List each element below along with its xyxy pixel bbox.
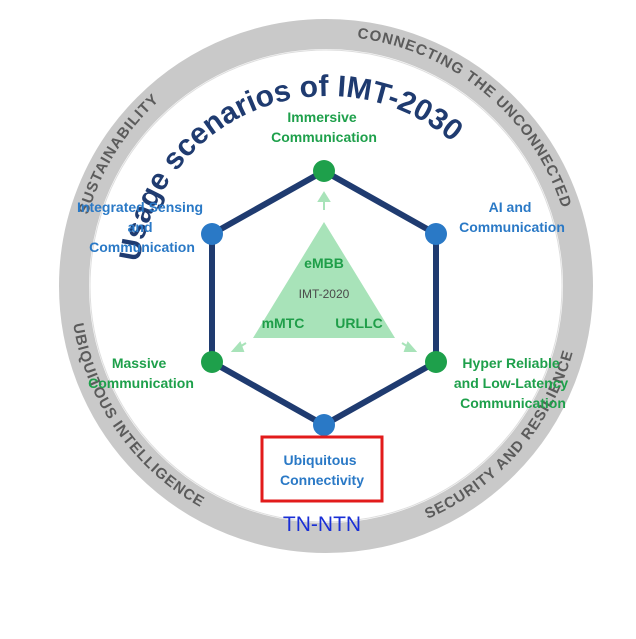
node-massive [201,351,223,373]
node-isac [201,223,223,245]
label-massive-communication: Massive Communication [88,355,194,391]
evolution-arrows [230,191,418,352]
triangle-label-imt2020: IMT-2020 [299,287,350,301]
label-immersive-communication: Immersive Communication [271,109,377,145]
node-ubiquitous [313,414,335,436]
arrow-up-head [317,191,331,202]
label-ai-communication: AI and Communication [459,199,565,235]
label-integrated-sensing: Integrated Sensing and Communication [77,199,207,255]
node-ai [425,223,447,245]
triangle-label-mmtc: mMTC [262,315,305,331]
triangle-label-urllc: URLLC [335,315,382,331]
annotation-tn-ntn: TN-NTN [283,513,361,536]
node-hrllc [425,351,447,373]
arrow-right-head [403,341,418,352]
triangle-label-embb: eMBB [304,255,344,271]
node-immersive [313,160,335,182]
highlight-box [260,435,384,503]
arrow-left-head [230,341,245,352]
imt2020-triangle [253,222,395,338]
label-ubiquitous-connectivity: Ubiquitous Connectivity [280,452,364,488]
label-hyper-reliable: Hyper Reliable and Low-Latency Communica… [454,355,572,411]
